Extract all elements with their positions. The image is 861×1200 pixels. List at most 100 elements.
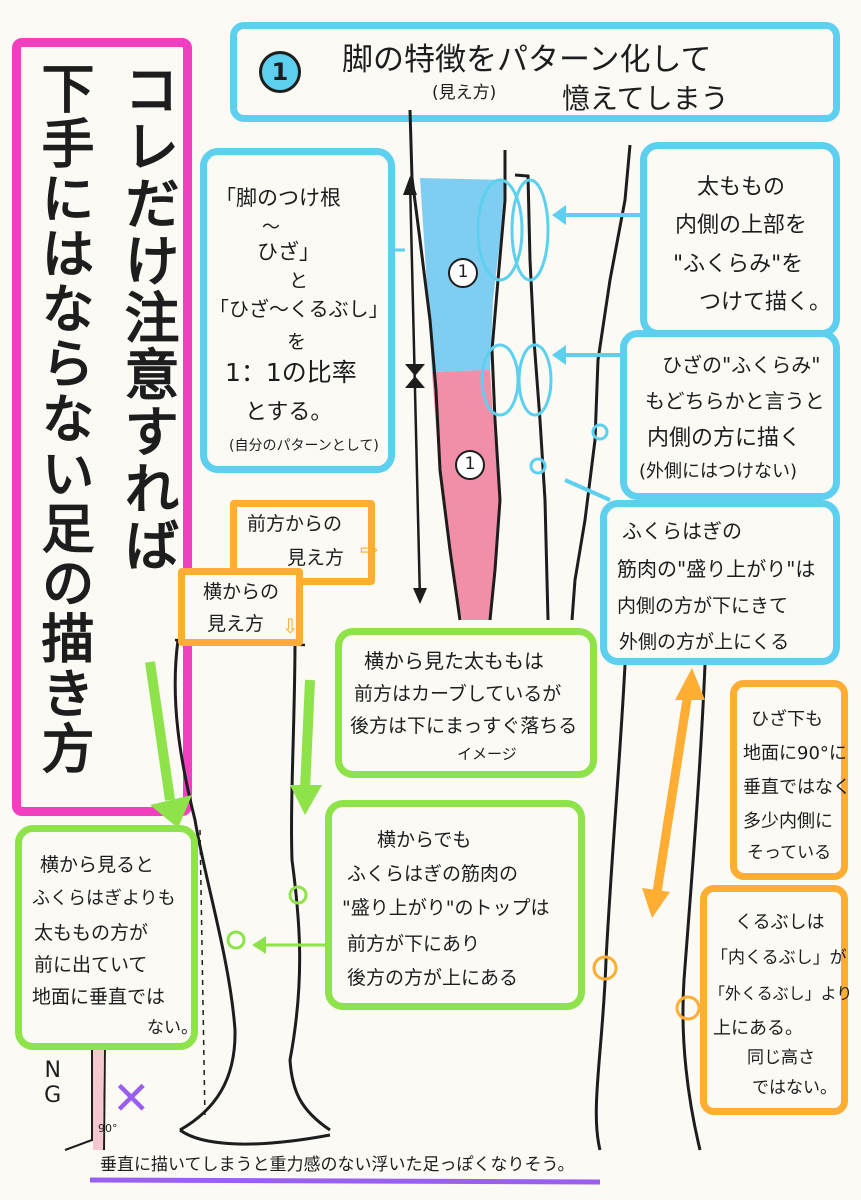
ng-leg (64, 1039, 106, 1151)
back-leg-lower-right (681, 664, 707, 1151)
thigh-side-line1: 横から見た太ももは (364, 649, 544, 673)
shin-line5: そっている (747, 843, 832, 863)
ankle-line5: 同じ高さ (747, 1048, 815, 1068)
side-line1: 横から見ると (40, 854, 155, 876)
green-arrow-right-head (290, 785, 322, 815)
view-front-line2: 見え方 (287, 547, 345, 569)
view-side-box: 横からの 見え方 (178, 568, 303, 646)
knee-line2: もどちらかと言うと (645, 389, 825, 413)
calf-line1: ふくらはぎの (622, 519, 742, 543)
thigh-highlight-1 (476, 178, 524, 282)
thigh-side-note-box: 横から見た太ももは 前方はカーブしているが 後方は下にまっすぐ落ちる イメージ (335, 628, 597, 778)
view-side-arrow-icon: ⇩ (282, 614, 299, 638)
side-line6: ない。 (147, 1018, 198, 1038)
shin-line4: 多少内側に (743, 811, 833, 832)
green-arrow-calf-head (252, 936, 266, 954)
bottom-caption: 垂直に描いてしまうと重力感のない浮いた足っぽくなりそう。 (100, 1155, 575, 1175)
vertical-guide (199, 829, 206, 1121)
side-leg-front (173, 639, 237, 1132)
shin-line1: ひざ下も (751, 709, 823, 730)
orange-arrow-top (675, 668, 705, 700)
thigh-note-box: 太ももの 内側の上部を "ふくらみ"を つけて描く。 (640, 142, 840, 337)
ankle-line3: 「外くるぶし」より (709, 984, 853, 1003)
calf-side-line4: 前方が下にあり (347, 933, 481, 955)
knee-line1: ひざの"ふくらみ" (662, 353, 821, 377)
knee-note-box: ひざの"ふくらみ" もどちらかと言うと 内側の方に描く (外側にはつけない) (620, 330, 840, 500)
ratio-line5: 「ひざ〜くるぶし」 (209, 297, 389, 321)
ng-label: NG (40, 1058, 66, 1108)
view-front-arrow-icon: ⇨ (360, 538, 379, 563)
calf-highlight-2 (529, 457, 547, 475)
calf-side-line3: "盛り上がり"のトップは (342, 897, 550, 919)
front-leg-outline-right (488, 150, 507, 621)
side-line5: 地面に垂直では (32, 986, 166, 1008)
side-leg-back (288, 639, 331, 1132)
ratio-line8: とする。 (245, 400, 333, 425)
ng-angle: 90° (98, 1122, 118, 1135)
calf-line4: 外側の方が上にくる (619, 631, 790, 653)
shin-line3: 垂直ではなく (743, 777, 851, 798)
calf-side-line2: ふくらはぎの筋肉の (347, 863, 519, 885)
ratio-line7: 1：1の比率 (225, 358, 357, 387)
ankle-line6: ではない。 (752, 1078, 837, 1098)
outer-ankle-marker (675, 995, 701, 1021)
ankle-note-box: くるぶしは 「内くるぶし」が 「外くるぶし」より 上にある。 同じ高さ ではない… (700, 885, 852, 1115)
ng-leg-fill (93, 1040, 104, 1150)
ng-cross-icon: ✕ (112, 1071, 151, 1125)
calf-line2: 筋肉の"盛り上がり"は (617, 557, 816, 581)
ratio-line3: ひざ」 (257, 240, 320, 264)
thigh-highlight-2 (510, 178, 550, 282)
calf-arrow (564, 478, 611, 502)
thigh-side-line3: 後方は下にまっすぐ落ちる (350, 715, 578, 737)
calf-note-box: ふくらはぎの 筋肉の"盛り上がり"は 内側の方が下にきて 外側の方が上にくる (600, 500, 840, 665)
ratio-note-box: 「脚のつけ根 〜 ひざ」 と 「ひざ〜くるぶし」 を 1：1の比率 とする。 (… (200, 148, 395, 473)
inner-ankle-marker (592, 955, 618, 981)
view-front-line1: 前方からの (247, 513, 343, 535)
knee-highlight-2 (517, 343, 553, 417)
calf-side-line5: 後方の方が上にある (347, 967, 519, 989)
knee-arrow-head (552, 345, 566, 365)
shin-note-box: ひざ下も 地面に90°に 垂直ではなく 多少内側に そっている (730, 680, 851, 880)
side-line3: 太ももの方が (34, 922, 149, 944)
side-note-box: 横から見ると ふくらはぎよりも 太ももの方が 前に出ていて 地面に垂直では ない… (15, 825, 198, 1050)
header-line1: 脚の特徴をパターン化して (342, 42, 712, 78)
ratio-line1: 「脚のつけ根 (215, 186, 341, 210)
calf-side-note-box: 横からでも ふくらはぎの筋肉の "盛り上がり"のトップは 前方が下にあり 後方の… (325, 800, 585, 1010)
caption-underline (89, 1177, 601, 1185)
header-line2: 憶えてしまう (562, 82, 729, 115)
thigh-line2: 内側の上部を (675, 213, 808, 238)
ankle-line2: 「内くるぶし」が (711, 948, 847, 968)
segment-upper-label: 1 (448, 258, 478, 288)
header-box: 1 脚の特徴をパターン化して (見え方) 憶えてしまう (230, 22, 840, 122)
measure-arrow-bottom (413, 588, 427, 604)
ratio-line9: (自分のパターンとして) (229, 438, 379, 454)
ratio-line6: を (287, 331, 307, 353)
side-line2: ふくらはぎよりも (32, 888, 176, 909)
knee-line4: (外側にはつけない) (639, 461, 798, 482)
ratio-line4: と (289, 270, 309, 292)
calf-highlight-1 (591, 423, 609, 441)
green-arrow-right (300, 679, 315, 791)
side-leg-foot (179, 1128, 331, 1146)
ankle-line4: 上にある。 (713, 1018, 803, 1039)
side-calf-marker-1 (288, 885, 308, 905)
header-ruby: (見え方) (432, 83, 497, 103)
thigh-line4: つけて描く。 (699, 290, 832, 315)
ratio-line2: 〜 (262, 217, 280, 238)
calf-side-line1: 横からでも (377, 829, 472, 851)
measure-line (408, 179, 422, 601)
segment-lower-label: 1 (455, 450, 485, 480)
thigh-side-line2: 前方はカーブしているが (354, 683, 562, 705)
ankle-line1: くるぶしは (735, 912, 825, 933)
title-col2: 下手にはならない足の描き方 (33, 61, 94, 776)
view-side-line2: 見え方 (207, 613, 265, 635)
green-arrow-left (145, 661, 175, 801)
knee-line3: 内側の方に描く (647, 426, 802, 451)
green-arrow-left-head (150, 795, 192, 828)
back-leg-outline-left (514, 173, 550, 621)
calf-line3: 内側の方が下にきて (617, 595, 789, 617)
measure-arrow-mid (405, 364, 425, 388)
back-leg-lower-left (594, 664, 627, 1151)
view-side-line1: 横からの (203, 581, 280, 603)
thigh-side-line4: イメージ (457, 745, 517, 763)
